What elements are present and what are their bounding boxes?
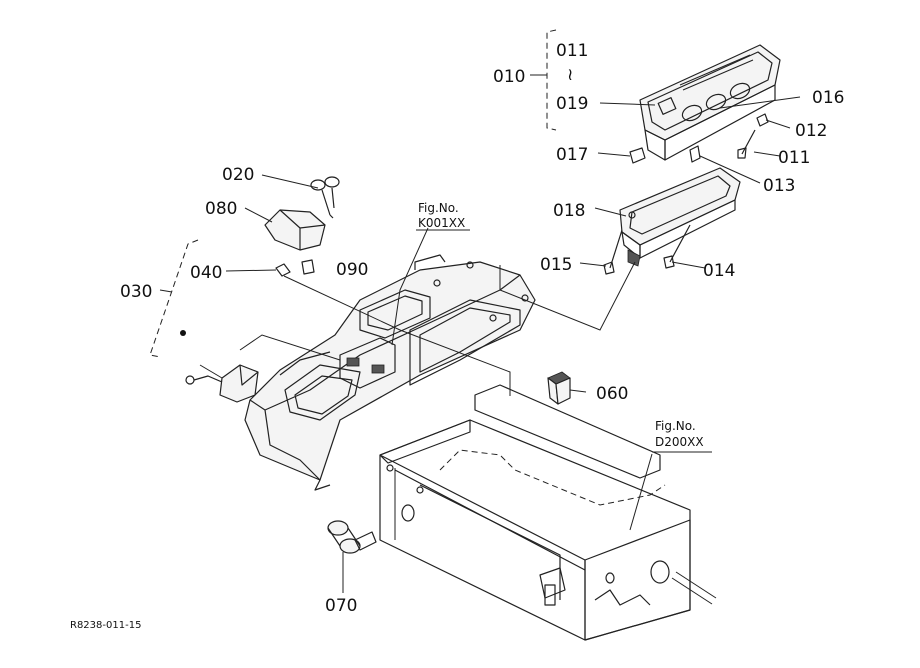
label-014: 014 [703, 261, 735, 281]
label-013: 013 [763, 176, 795, 196]
base-frame [379, 384, 717, 641]
label-030: 030 [120, 282, 152, 302]
panel-frame-018 [619, 167, 741, 267]
socket-060 [547, 371, 571, 405]
bracket-030 [149, 239, 199, 358]
figref-k-title: Fig.No. [418, 201, 459, 215]
label-060: 060 [596, 384, 628, 404]
label-010: 010 [493, 67, 525, 87]
label-070: 070 [325, 596, 357, 616]
knob-040 [275, 263, 291, 277]
cover-080 [264, 209, 326, 251]
label-019: 019 [556, 94, 588, 114]
screw-012 [756, 113, 769, 127]
label-018: 018 [553, 201, 585, 221]
label-080: 080 [205, 199, 237, 219]
screw-015 [603, 229, 623, 275]
key-020 [310, 176, 340, 219]
socket-070 [327, 520, 377, 554]
drawing-code: R8238-011-15 [70, 620, 141, 631]
console-cover [244, 254, 536, 491]
key-switch-030 [180, 330, 259, 403]
label-015: 015 [540, 255, 572, 275]
screw-011 [737, 129, 756, 159]
label-020: 020 [222, 165, 254, 185]
figref-d-title: Fig.No. [655, 419, 696, 433]
screw-014 [663, 224, 691, 269]
leaders [199, 96, 801, 593]
label-016: 016 [812, 88, 844, 108]
label-012: 012 [795, 121, 827, 141]
label-090: 090 [336, 260, 368, 280]
label-range-tilde: ≀ [567, 65, 573, 85]
label-011: 011 [778, 148, 810, 168]
figref-k-code: K001XX [418, 216, 465, 230]
figref-d-code: D200XX [655, 435, 704, 449]
label-040: 040 [190, 263, 222, 283]
bracket-010 [546, 29, 557, 131]
nut-090 [301, 259, 315, 275]
leader-030 [159, 289, 173, 293]
label-011-top: 011 [556, 41, 588, 61]
lamp-013 [689, 145, 701, 163]
label-017: 017 [556, 145, 588, 165]
grommet-017 [629, 147, 646, 164]
